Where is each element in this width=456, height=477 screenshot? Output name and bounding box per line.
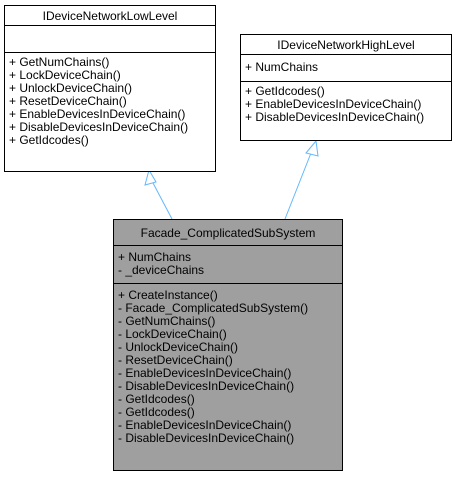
operations-section: + GetIdcodes() + EnableDevicesInDeviceCh… xyxy=(241,82,451,127)
operation: + DisableDevicesInDeviceChain() xyxy=(9,120,189,134)
operation: + EnableDevicesInDeviceChain() xyxy=(9,107,186,121)
class-low-level[interactable]: IDeviceNetworkLowLevel + GetNumChains() … xyxy=(4,5,216,172)
operation: + GetNumChains() xyxy=(9,55,110,69)
operation: - EnableDevicesInDeviceChain() xyxy=(118,366,292,380)
attribute: + NumChains xyxy=(245,60,319,74)
operation: - DisableDevicesInDeviceChain() xyxy=(118,379,295,393)
operation: - UnlockDeviceChain() xyxy=(118,340,239,354)
operations-section: + CreateInstance() - Facade_ComplicatedS… xyxy=(114,284,342,448)
operation: - DisableDevicesInDeviceChain() xyxy=(118,431,295,445)
class-title: Facade_ComplicatedSubSystem xyxy=(114,220,342,246)
operation: + GetIdcodes() xyxy=(9,133,89,147)
operation: - GetIdcodes() xyxy=(118,392,195,406)
operation: - EnableDevicesInDeviceChain() xyxy=(118,418,292,432)
operation: + LockDeviceChain() xyxy=(9,68,121,82)
attribute: + NumChains xyxy=(118,250,192,264)
operation: + DisableDevicesInDeviceChain() xyxy=(245,110,425,124)
edge-facade-to-high-level xyxy=(284,152,312,220)
attribute: - _deviceChains xyxy=(118,263,205,277)
class-title: IDeviceNetworkLowLevel xyxy=(5,6,215,26)
class-title: IDeviceNetworkHighLevel xyxy=(241,35,451,55)
attributes-section: + NumChains xyxy=(241,55,451,82)
operation: + GetIdcodes() xyxy=(245,84,325,98)
operation: - Facade_ComplicatedSubSystem() xyxy=(118,301,309,315)
operation: + ResetDeviceChain() xyxy=(9,94,127,108)
attributes-section: + NumChains - _deviceChains xyxy=(114,246,342,284)
edge-facade-to-low-level xyxy=(152,182,173,220)
operation: + CreateInstance() xyxy=(118,288,218,302)
class-facade[interactable]: Facade_ComplicatedSubSystem + NumChains … xyxy=(113,219,343,471)
operation: + EnableDevicesInDeviceChain() xyxy=(245,97,422,111)
class-high-level[interactable]: IDeviceNetworkHighLevel + NumChains + Ge… xyxy=(240,34,452,141)
operation: - ResetDeviceChain() xyxy=(118,353,233,367)
inheritance-arrowhead-high-level xyxy=(305,139,319,157)
operation: + UnlockDeviceChain() xyxy=(9,81,133,95)
inheritance-arrowhead-low-level xyxy=(144,168,157,186)
operation: - GetNumChains() xyxy=(118,314,216,328)
operation: - LockDeviceChain() xyxy=(118,327,227,341)
operation: - GetIdcodes() xyxy=(118,405,195,419)
operations-section: + GetNumChains() + LockDeviceChain() + U… xyxy=(5,53,215,150)
attributes-section xyxy=(5,26,215,53)
